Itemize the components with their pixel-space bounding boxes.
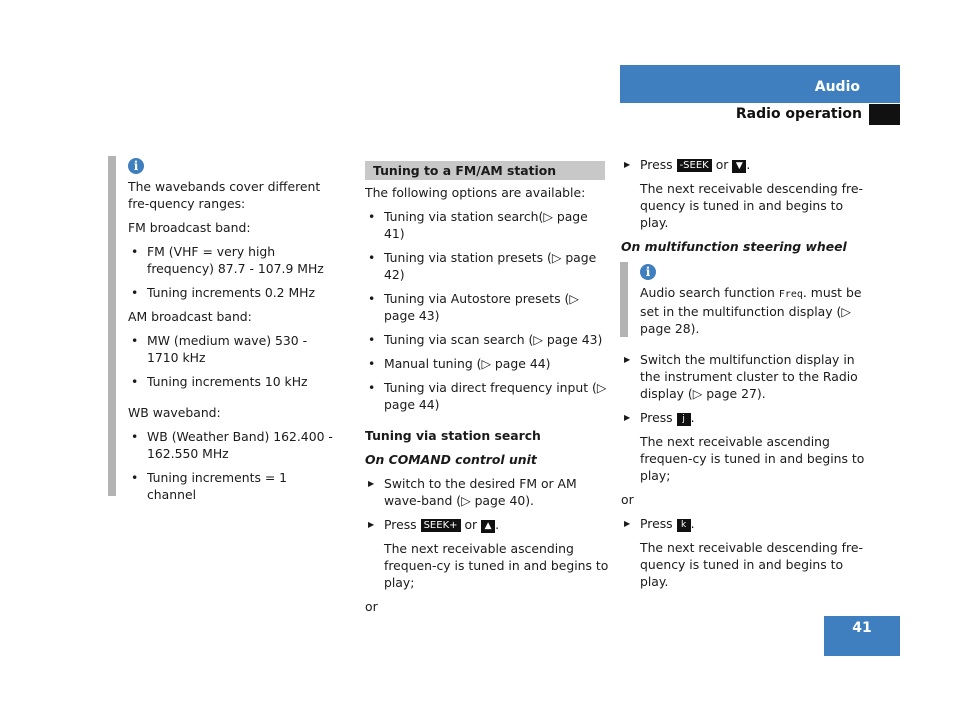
instruction-step: Press SEEK+ or ▲. — [365, 516, 609, 533]
down-arrow-key-icon: ▼ — [732, 160, 747, 173]
step-text: Press — [640, 410, 673, 425]
seek-minus-key-icon: -SEEK — [676, 159, 712, 172]
wb-label: WB waveband: — [128, 405, 221, 420]
page-number: 41 — [824, 616, 900, 656]
step-text: Press — [384, 517, 417, 532]
section-header-bar: Audio — [620, 65, 900, 103]
step-result: The next receivable ascending frequen-cy… — [640, 434, 865, 483]
step-text: or — [464, 517, 478, 532]
note-text-part: . must be set in the multifunction displ… — [640, 285, 862, 336]
header-marker — [869, 104, 900, 125]
list-item: MW (medium wave) 530 - 1710 kHz — [128, 332, 336, 366]
seek-plus-key-icon: SEEK+ — [420, 519, 461, 532]
instruction-step: Switch to the desired FM or AM wave-band… — [365, 475, 609, 509]
options-intro: The following options are available: — [365, 185, 586, 200]
context-label: On COMAND control unit — [365, 452, 537, 467]
step-text: . — [690, 410, 695, 425]
step-result: The next receivable ascending frequen-cy… — [384, 541, 609, 590]
right-column: Press -SEEK or ▼. The next receivable de… — [620, 156, 866, 597]
instruction-step: Press k. — [621, 515, 866, 532]
step-text: . — [746, 157, 751, 172]
list-item: Tuning via station search(▷ page 41) — [365, 208, 609, 242]
or-text: or — [365, 599, 378, 614]
step-result: The next receivable descending fre-quenc… — [640, 540, 863, 589]
list-item: FM (VHF = very high frequency) 87.7 - 10… — [128, 243, 336, 277]
note-intro: The wavebands cover different fre-quency… — [128, 179, 321, 211]
list-item: Tuning increments 0.2 MHz — [128, 284, 336, 301]
list-item: Manual tuning (▷ page 44) — [365, 355, 609, 372]
list-item: Tuning increments = 1 channel — [128, 469, 336, 503]
step-text: Press — [640, 516, 673, 531]
info-icon: i — [640, 264, 656, 280]
section-heading: Tuning to a FM/AM station — [365, 161, 605, 180]
context-label: On multifunction steering wheel — [621, 239, 847, 254]
list-item: WB (Weather Band) 162.400 - 162.550 MHz — [128, 428, 336, 462]
step-text: . — [690, 516, 695, 531]
instruction-step: Switch the multifunction display in the … — [621, 351, 866, 402]
fm-label: FM broadcast band: — [128, 220, 251, 235]
next-button-icon: j — [676, 413, 691, 426]
subsection-title: Radio operation — [735, 106, 862, 122]
steering-wheel-info-note: i Audio search function Freq. must be se… — [620, 262, 866, 337]
or-text: or — [621, 492, 634, 507]
list-item: Tuning via Autostore presets (▷ page 43) — [365, 290, 609, 324]
note-text-part: Audio search function — [640, 285, 775, 300]
list-item: Tuning increments 10 kHz — [128, 373, 336, 390]
am-label: AM broadcast band: — [128, 309, 252, 324]
instruction-step: Press j. — [621, 409, 866, 426]
previous-button-icon: k — [676, 519, 691, 532]
subheading: Tuning via station search — [365, 428, 541, 443]
list-item: Tuning via scan search (▷ page 43) — [365, 331, 609, 348]
list-item: Tuning via station presets (▷ page 42) — [365, 249, 609, 283]
section-title: Audio — [814, 79, 860, 95]
step-text: or — [715, 157, 729, 172]
up-arrow-key-icon: ▲ — [481, 520, 496, 533]
info-icon: i — [128, 158, 144, 174]
step-text: . — [495, 517, 500, 532]
tuning-section: Tuning to a FM/AM station The following … — [365, 161, 609, 622]
waveband-info-note: i The wavebands cover different fre-quen… — [108, 156, 336, 502]
step-text: Press — [640, 157, 673, 172]
list-item: Tuning via direct frequency input (▷ pag… — [365, 379, 609, 413]
note-text: Audio search function Freq. must be set … — [640, 284, 866, 337]
freq-function-code: Freq — [778, 289, 803, 300]
step-result: The next receivable descending fre-quenc… — [640, 181, 863, 230]
instruction-step: Press -SEEK or ▼. — [621, 156, 866, 173]
